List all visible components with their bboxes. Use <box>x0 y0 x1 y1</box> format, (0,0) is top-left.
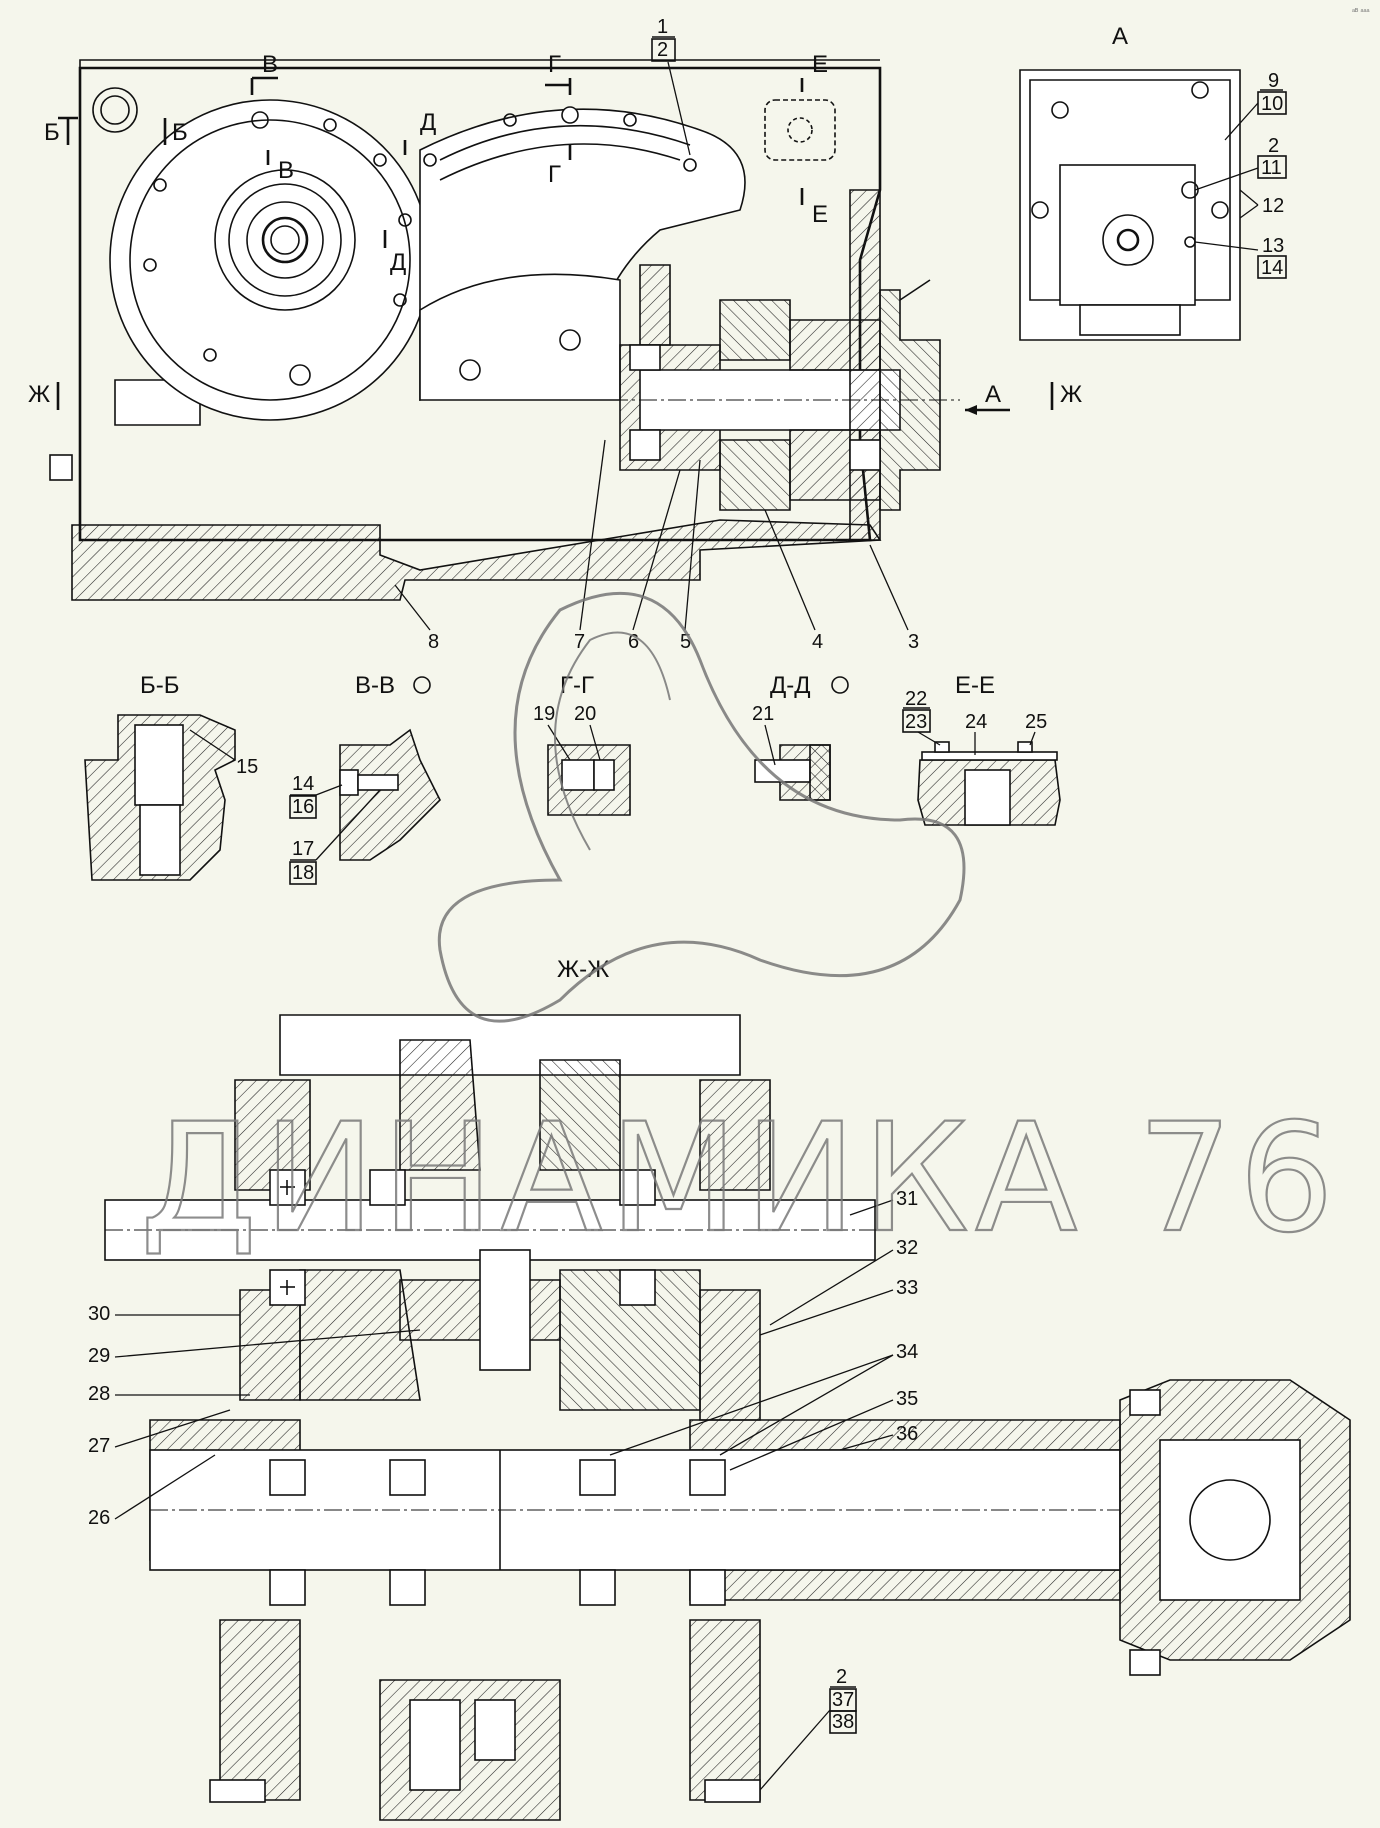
zhzh-callouts: 31 32 33 34 35 36 30 29 28 27 26 2 37 38 <box>88 1188 918 1791</box>
callout-21: 21 <box>752 703 774 725</box>
mark-A-arrow: А <box>985 381 1001 408</box>
callout-9: 9 <box>1268 70 1279 92</box>
callout-6: 6 <box>628 631 639 653</box>
section-gg: Г-Г 19 20 <box>533 672 631 816</box>
section-bb-title: Б-Б <box>140 672 180 699</box>
callout-14: 14 <box>1261 257 1283 279</box>
callout-18: 18 <box>292 862 314 884</box>
callout-38: 38 <box>832 1711 854 1733</box>
mark-V-bottom: В <box>278 157 294 184</box>
callout-22: 22 <box>905 688 927 710</box>
callout-12: 12 <box>1262 195 1284 217</box>
bearings <box>269 1169 726 1606</box>
callout-32: 32 <box>896 1237 918 1259</box>
callout-3: 3 <box>908 631 919 653</box>
main-view <box>49 59 960 601</box>
view-A-title: А <box>1112 23 1128 50</box>
view-A: А 9 10 2 11 12 13 14 <box>1019 23 1287 341</box>
callout-8: 8 <box>428 631 439 653</box>
mark-ZH-left: Ж <box>28 381 50 408</box>
callout-2-zhzh: 2 <box>836 1666 847 1688</box>
callout-33: 33 <box>896 1277 918 1299</box>
callout-2-A: 2 <box>1268 135 1279 157</box>
callout-13: 13 <box>1262 235 1284 257</box>
section-ee-title: Е-Е <box>955 672 995 699</box>
section-vv-title: В-В <box>355 672 395 699</box>
mark-E-top: Е <box>812 51 828 78</box>
callout-31: 31 <box>896 1188 918 1210</box>
callout-19: 19 <box>533 703 555 725</box>
watermark-text: ДИНАМИКА 76 <box>140 1092 1340 1266</box>
callout-20: 20 <box>574 703 596 725</box>
callout-5: 5 <box>680 631 691 653</box>
mark-D-top: Д <box>420 109 436 136</box>
callout-29: 29 <box>88 1345 110 1367</box>
mark-B-right: Б <box>172 119 188 146</box>
mark-E-bottom: Е <box>812 201 828 228</box>
callout-10: 10 <box>1261 93 1283 115</box>
callout-11: 11 <box>1261 157 1282 179</box>
callout-14-vv: 14 <box>292 773 314 795</box>
corner-mark: ᵃᴮ ᵃᵃᵃ <box>1352 7 1370 16</box>
callout-7: 7 <box>574 631 585 653</box>
callout-25: 25 <box>1025 711 1047 733</box>
callout-34: 34 <box>896 1341 918 1363</box>
section-zhzh: Ж-Ж <box>104 956 1351 1821</box>
section-dd-title: Д-Д <box>770 672 811 699</box>
section-vv: В-В 14 16 17 18 <box>289 672 441 885</box>
callout-23: 23 <box>905 711 927 733</box>
section-dd: Д-Д 21 <box>752 672 849 801</box>
callout-4: 4 <box>812 631 823 653</box>
section-ee: Е-Е 22 23 24 25 <box>902 672 1061 826</box>
callout-26: 26 <box>88 1507 110 1529</box>
callout-35: 35 <box>896 1388 918 1410</box>
callout-37: 37 <box>832 1689 854 1711</box>
mark-B-left: Б <box>44 119 60 146</box>
mark-V-top: В <box>262 51 278 78</box>
callout-27: 27 <box>88 1435 110 1457</box>
callout-16: 16 <box>292 796 314 818</box>
section-bb: Б-Б 15 <box>84 672 258 881</box>
mark-D-bottom: Д <box>390 249 406 276</box>
mark-G-top: Г <box>548 51 561 78</box>
callout-2: 2 <box>657 39 668 61</box>
callout-24: 24 <box>965 711 987 733</box>
callout-15: 15 <box>236 756 258 778</box>
callout-1: 1 <box>657 16 668 38</box>
section-marks: Б Б В В Г Г Е Е Д Д Ж Ж А <box>28 51 1082 415</box>
bolt-holes-left <box>92 87 412 386</box>
main-callouts: 1 2 3 4 5 6 7 8 <box>394 16 919 653</box>
mark-ZH-right: Ж <box>1060 381 1082 408</box>
callout-30: 30 <box>88 1303 110 1325</box>
watermark: ДИНАМИКА 76 <box>139 591 1340 1267</box>
mark-G-bottom: Г <box>548 161 561 188</box>
callout-28: 28 <box>88 1383 110 1405</box>
callout-36: 36 <box>896 1423 918 1445</box>
callout-17: 17 <box>292 838 314 860</box>
section-gg-title: Г-Г <box>560 672 594 699</box>
